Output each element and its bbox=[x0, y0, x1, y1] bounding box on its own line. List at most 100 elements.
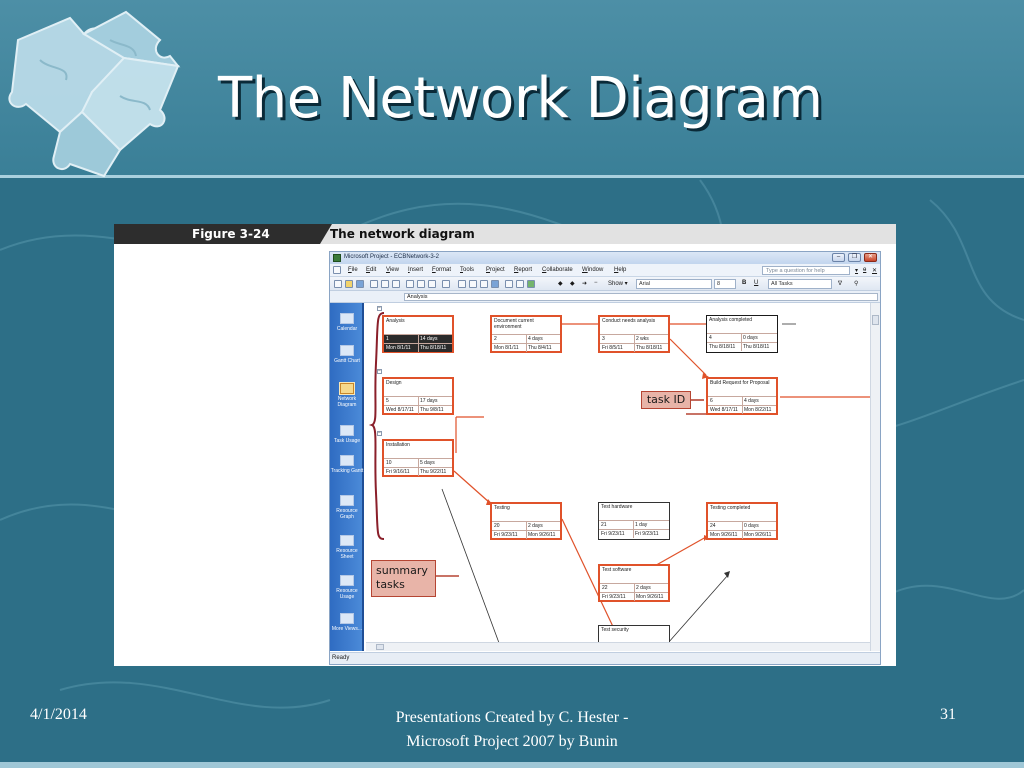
task-info-icon[interactable] bbox=[491, 280, 499, 288]
restore-doc-icon[interactable]: ɵ bbox=[863, 267, 867, 273]
project-app-icon bbox=[333, 254, 341, 262]
view-network-diagram[interactable]: Network Diagram bbox=[330, 382, 364, 408]
view-bar: Calendar Gantt Chart Network Diagram Tas… bbox=[330, 303, 364, 651]
show-menu-button[interactable]: Show ▾ bbox=[608, 281, 628, 287]
figure-panel: Figure 3-24 The network diagram Microsof… bbox=[114, 224, 896, 666]
figure-caption: The network diagram bbox=[330, 227, 475, 241]
figure-header bbox=[114, 224, 896, 244]
window-titlebar: Microsoft Project - ECBNetwork-3-2 – ❐ ✕ bbox=[330, 252, 880, 264]
view-resource-usage[interactable]: Resource Usage bbox=[330, 575, 364, 600]
view-task-usage[interactable]: Task Usage bbox=[330, 425, 364, 444]
preview-icon[interactable] bbox=[381, 280, 389, 288]
font-select[interactable]: Arial bbox=[636, 279, 712, 289]
arrow-right-icon[interactable]: ◆ bbox=[570, 281, 575, 287]
standard-toolbar: ◆ ◆ ➜ − Show ▾ Arial 8 B U All Tasks ∇ ⚲ bbox=[330, 277, 880, 291]
save-icon[interactable] bbox=[356, 280, 364, 288]
outdent-icon[interactable]: − bbox=[594, 280, 598, 286]
view-calendar[interactable]: Calendar bbox=[330, 313, 364, 332]
undo-icon[interactable] bbox=[442, 280, 450, 288]
underline-button[interactable]: U bbox=[754, 280, 759, 286]
menu-format[interactable]: Format bbox=[432, 267, 452, 273]
document-icon[interactable] bbox=[333, 266, 341, 274]
footer-credit: Presentations Created by C. Hester - Mic… bbox=[395, 709, 629, 750]
task-usage-icon bbox=[340, 425, 354, 436]
figure-label: Figure 3-24 bbox=[192, 227, 270, 241]
task-id-callout: task ID bbox=[641, 391, 691, 409]
menu-help[interactable]: Help bbox=[614, 267, 627, 273]
new-icon[interactable] bbox=[334, 280, 342, 288]
status-bar: Ready bbox=[330, 652, 880, 664]
open-icon[interactable] bbox=[345, 280, 353, 288]
spelling-icon[interactable] bbox=[392, 280, 400, 288]
network-icon bbox=[339, 382, 355, 395]
puzzle-logo bbox=[8, 10, 181, 178]
collapse-design-icon[interactable]: − bbox=[377, 368, 382, 374]
menu-view[interactable]: View bbox=[386, 267, 399, 273]
menu-tools[interactable]: Tools bbox=[460, 267, 475, 273]
split-icon[interactable] bbox=[480, 280, 488, 288]
autofilter-icon[interactable]: ∇ bbox=[838, 281, 843, 287]
arrow-left-icon[interactable]: ◆ bbox=[558, 281, 563, 287]
print-icon[interactable] bbox=[370, 280, 378, 288]
figure-caption-band bbox=[320, 224, 896, 244]
menu-edit[interactable]: Edit bbox=[366, 267, 377, 273]
help-search-input[interactable]: Type a question for help bbox=[762, 266, 850, 275]
minimize-icon[interactable]: – bbox=[832, 253, 845, 262]
horizontal-scrollbar[interactable] bbox=[366, 642, 870, 651]
callout-pointers bbox=[436, 399, 704, 577]
indent-icon[interactable]: ➜ bbox=[582, 281, 588, 287]
menu-report[interactable]: Report bbox=[514, 267, 533, 273]
menu-insert[interactable]: Insert bbox=[408, 267, 424, 273]
filter-select[interactable]: All Tasks bbox=[768, 279, 832, 289]
link-icon[interactable] bbox=[458, 280, 466, 288]
menu-collaborate[interactable]: Collaborate bbox=[542, 267, 573, 273]
cut-icon[interactable] bbox=[406, 280, 414, 288]
restore-icon[interactable]: ❐ bbox=[848, 253, 861, 262]
gantt-icon bbox=[340, 345, 354, 356]
entry-bar: Analysis bbox=[330, 291, 880, 303]
collapse-analysis-icon[interactable]: − bbox=[377, 305, 382, 311]
scroll-thumb[interactable] bbox=[872, 315, 879, 325]
zoom-in-icon[interactable] bbox=[505, 280, 513, 288]
bold-button[interactable]: B bbox=[742, 280, 747, 286]
vertical-scrollbar[interactable] bbox=[870, 303, 880, 651]
menu-file[interactable]: File bbox=[348, 267, 358, 273]
view-more-views[interactable]: More Views... bbox=[330, 613, 364, 632]
goto-task-icon[interactable] bbox=[527, 280, 535, 288]
search-icon[interactable]: ⚲ bbox=[854, 281, 859, 287]
project-window: Microsoft Project - ECBNetwork-3-2 – ❐ ✕… bbox=[329, 251, 881, 665]
scroll-thumb[interactable] bbox=[376, 644, 384, 650]
chevron-down-icon[interactable]: ▾ bbox=[855, 268, 859, 274]
unlink-icon[interactable] bbox=[469, 280, 477, 288]
font-size-select[interactable]: 8 bbox=[714, 279, 736, 289]
menu-project[interactable]: Project bbox=[486, 267, 505, 273]
paste-icon[interactable] bbox=[428, 280, 436, 288]
menu-window[interactable]: Window bbox=[582, 267, 604, 273]
view-resource-graph[interactable]: Resource Graph bbox=[330, 495, 364, 520]
menu-bar: File Edit View Insert Format Tools Proje… bbox=[330, 264, 880, 277]
collapse-installation-icon[interactable]: − bbox=[377, 430, 382, 436]
entry-field[interactable]: Analysis bbox=[404, 293, 878, 301]
view-tracking-gantt[interactable]: Tracking Gantt bbox=[330, 455, 364, 474]
more-views-icon bbox=[340, 613, 354, 624]
close-icon[interactable]: ✕ bbox=[864, 253, 877, 262]
footer-date: 4/1/2014 bbox=[30, 706, 87, 723]
close-doc-icon[interactable]: ✕ bbox=[872, 268, 878, 274]
zoom-out-icon[interactable] bbox=[516, 280, 524, 288]
view-resource-sheet[interactable]: Resource Sheet bbox=[330, 535, 364, 560]
view-gantt-chart[interactable]: Gantt Chart bbox=[330, 345, 364, 364]
copy-icon[interactable] bbox=[417, 280, 425, 288]
summary-tasks-callout: summary tasks bbox=[371, 560, 436, 597]
